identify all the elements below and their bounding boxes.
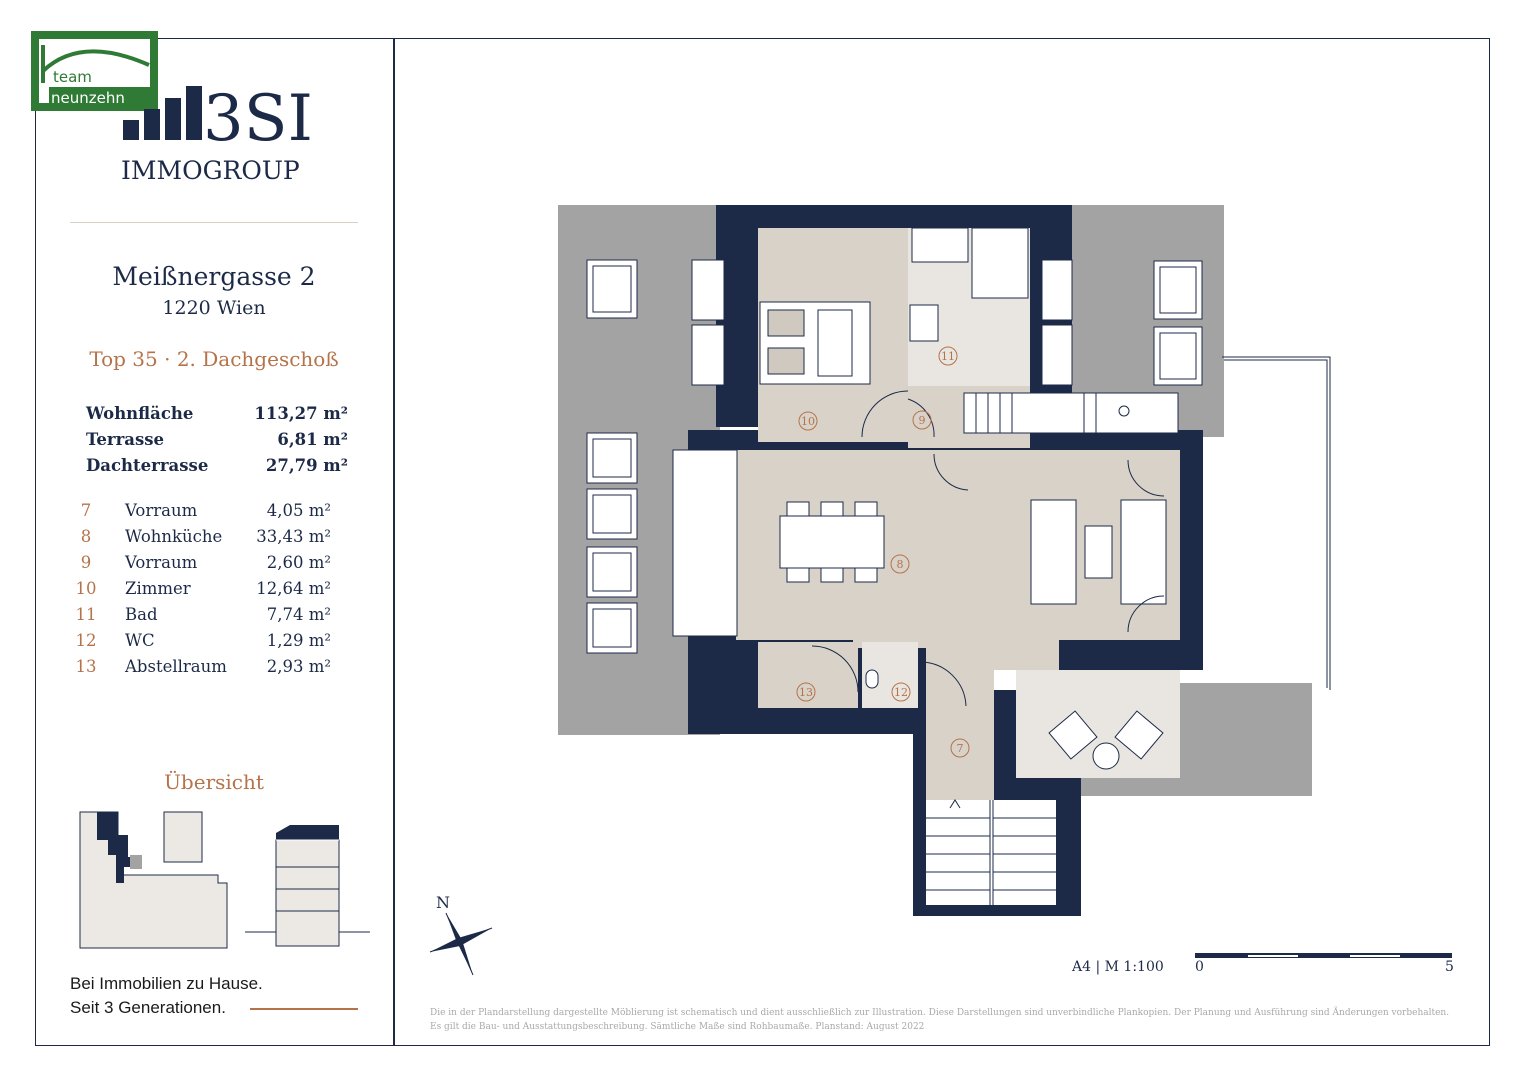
room-area: 12,64 m²: [256, 579, 331, 598]
site-plan: [79, 811, 228, 949]
area-label: Wohnfläche: [86, 404, 194, 423]
room-area: 2,93 m²: [266, 657, 331, 676]
column-divider: [393, 38, 395, 1046]
brand-subtitle: IMMOGROUP: [121, 156, 300, 185]
header-separator: [70, 222, 358, 223]
sofa-left: [1030, 499, 1077, 605]
unit-title: Top 35 · 2. Dachgeschoß: [89, 347, 339, 371]
area-value: 6,81 m²: [277, 430, 348, 449]
sofa-right: [1120, 499, 1167, 605]
disclaimer-line-1: Die in der Plandarstellung dargestellte …: [430, 1008, 1450, 1018]
team-neunzehn-logo-graphic: team neunzehn: [41, 45, 153, 107]
bathtub: [971, 227, 1029, 299]
scale-start: 0: [1195, 959, 1204, 975]
address-city: 1220 Wien: [162, 297, 266, 319]
room-name: Vorraum: [125, 553, 198, 572]
coffee-table: [1084, 525, 1113, 579]
room-area: 2,60 m²: [266, 553, 331, 572]
wash-basin: [909, 304, 939, 342]
section-view: [245, 825, 370, 947]
room-7-floor: [926, 640, 994, 800]
plan-label-7: 7: [957, 742, 964, 755]
area-row: Dachterrasse 27,79 m²: [86, 455, 348, 481]
area-summary: Wohnfläche 113,27 m² Terrasse 6,81 m² Dach…: [86, 403, 348, 481]
slogan-line-2: Seit 3 Generationen.: [70, 998, 226, 1017]
area-row: Wohnfläche 113,27 m²: [86, 403, 348, 429]
staircase: [926, 800, 1056, 905]
side-stairs: [963, 392, 1179, 434]
scale-bar: [1195, 953, 1452, 958]
slogan: Bei Immobilien zu Hause. Seit 3 Generati…: [70, 972, 263, 1020]
room-name: Bad: [125, 605, 158, 624]
room-area: 33,43 m²: [256, 527, 331, 546]
slogan-line-1: Bei Immobilien zu Hause.: [70, 974, 263, 993]
plan-label-13: 13: [799, 686, 813, 699]
area-row: Terrasse 6,81 m²: [86, 429, 348, 455]
terrace-table: [1092, 742, 1120, 770]
room-row: 10 Zimmer 12,64 m²: [75, 578, 345, 604]
room-area: 7,74 m²: [266, 605, 331, 624]
room-name: Zimmer: [125, 579, 191, 598]
slogan-underline: [250, 1008, 358, 1010]
scale-end: 5: [1445, 959, 1454, 975]
terrace-chair: [1048, 710, 1098, 760]
overview-title: Übersicht: [164, 770, 264, 794]
page-frame: [35, 38, 1490, 1046]
plan-label-11: 11: [941, 350, 955, 363]
room-number: 11: [75, 605, 97, 624]
brand-name: 3SI: [203, 82, 313, 156]
scale-label: A4 | M 1:100: [1072, 959, 1164, 975]
address-street: Meißnergasse 2: [112, 262, 316, 291]
room-name: WC: [125, 631, 155, 650]
team-logo-text-2: neunzehn: [51, 89, 125, 107]
room-row: 12 WC 1,29 m²: [75, 630, 345, 656]
room-number: 12: [75, 631, 97, 650]
terrace-chair: [1114, 710, 1164, 760]
room-row: 9 Vorraum 2,60 m²: [75, 552, 345, 578]
room-13-floor: [758, 642, 858, 708]
room-area: 1,29 m²: [266, 631, 331, 650]
plan-label-9: 9: [919, 414, 926, 427]
room-name: Wohnküche: [125, 527, 223, 546]
roof-area-bottom-right: [1180, 683, 1312, 796]
disclaimer: Die in der Plandarstellung dargestellte …: [430, 1006, 1460, 1034]
floor-plan: 10 11 9 8 13 12 7 N: [429, 205, 1452, 976]
room-number: 10: [75, 579, 97, 598]
room-row: 13 Abstellraum 2,93 m²: [75, 656, 345, 682]
roof-windows-left: [586, 259, 638, 654]
room-number: 13: [75, 657, 97, 676]
room-name: Vorraum: [125, 501, 198, 520]
plan-label-10: 10: [801, 415, 815, 428]
area-value: 27,79 m²: [265, 456, 348, 475]
overview-diagram: [79, 811, 370, 949]
toilet: [865, 669, 879, 689]
room-row: 7 Vorraum 4,05 m²: [75, 500, 345, 526]
room-row: 11 Bad 7,74 m²: [75, 604, 345, 630]
room-row: 8 Wohnküche 33,43 m²: [75, 526, 345, 552]
door-swings: [811, 390, 1165, 707]
area-label: Dachterrasse: [86, 456, 209, 475]
brand-logo: 3SI IMMOGROUP: [121, 82, 313, 185]
room-number: 7: [80, 501, 92, 520]
room-number: 9: [80, 553, 92, 572]
dachterrasse-outline: [1222, 356, 1331, 690]
room-name: Abstellraum: [125, 657, 227, 676]
area-value: 113,27 m²: [254, 404, 348, 423]
north-label: N: [436, 893, 450, 912]
disclaimer-line-2: Es gilt die Bau- und Ausstattungsbeschre…: [430, 1022, 925, 1032]
dining-table: [779, 515, 885, 569]
plan-label-12: 12: [894, 686, 908, 699]
team-logo-text-1: team: [53, 68, 92, 86]
room-number: 8: [80, 527, 92, 546]
shower: [911, 227, 969, 263]
kitchen-counter: [672, 449, 738, 637]
north-arrow-icon: N: [429, 893, 493, 976]
roof-windows-right: [691, 259, 1203, 386]
room-area: 4,05 m²: [266, 501, 331, 520]
plan-label-8: 8: [897, 558, 904, 571]
area-label: Terrasse: [86, 430, 165, 449]
team-neunzehn-logo: team neunzehn: [31, 31, 158, 111]
